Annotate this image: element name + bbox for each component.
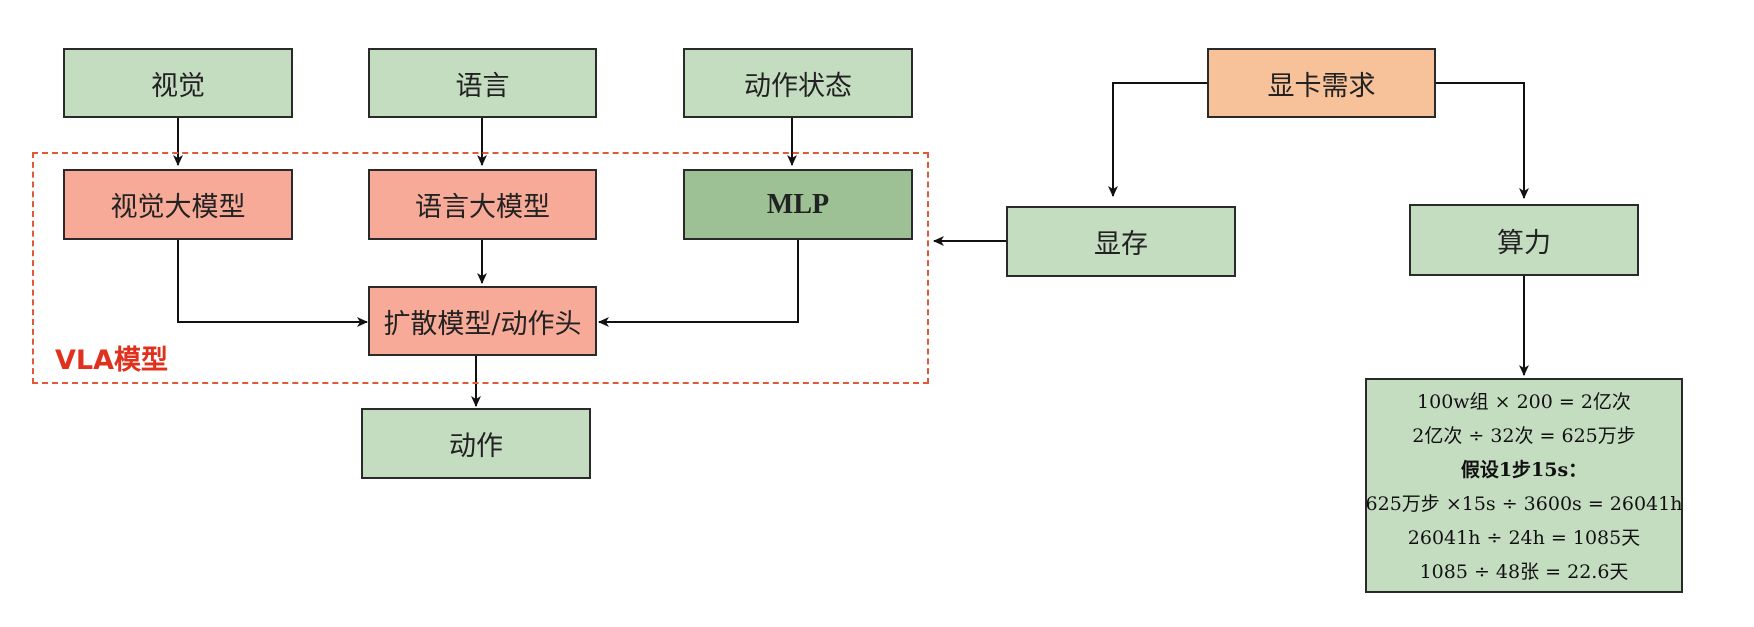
gpu-memory-box: 显存 — [1006, 206, 1236, 277]
gpu-compute-box: 算力 — [1409, 204, 1639, 276]
vla-model-label: VLA模型 — [55, 345, 168, 376]
calc-assumption-line: 假设1步15s： — [1460, 459, 1588, 482]
arrow-mlp-to-head — [598, 240, 799, 327]
arrow-gpu-to-compute — [1436, 82, 1529, 199]
vision-input-box: 视觉 — [63, 48, 293, 118]
mlp-box: MLP — [683, 169, 913, 240]
vision-model-box: 视觉大模型 — [63, 169, 293, 240]
calc-line: 1085 ÷ 48张 = 22.6天 — [1419, 560, 1629, 583]
diffusion-action-head-box: 扩散模型/动作头 — [368, 286, 597, 356]
calc-line: 625万步 ×15s ÷ 3600s = 26041h — [1365, 492, 1683, 515]
vla-model-frame — [32, 152, 929, 384]
calc-line: 2亿次 ÷ 32次 = 625万步 — [1412, 425, 1636, 448]
action-state-input-box: 动作状态 — [683, 48, 913, 118]
action-output-box: 动作 — [361, 408, 591, 479]
gpu-requirement-box: 显卡需求 — [1207, 48, 1436, 118]
arrow-vision-model-to-head — [177, 240, 368, 327]
language-model-box: 语言大模型 — [368, 169, 597, 240]
language-input-box: 语言 — [368, 48, 597, 118]
arrow-gpu-to-memory — [1108, 82, 1207, 197]
calc-line: 100w组 × 200 = 2亿次 — [1417, 391, 1631, 414]
calc-line: 26041h ÷ 24h = 1085天 — [1407, 526, 1641, 549]
compute-calculation-box: 100w组 × 200 = 2亿次 2亿次 ÷ 32次 = 625万步 假设1步… — [1365, 378, 1683, 593]
